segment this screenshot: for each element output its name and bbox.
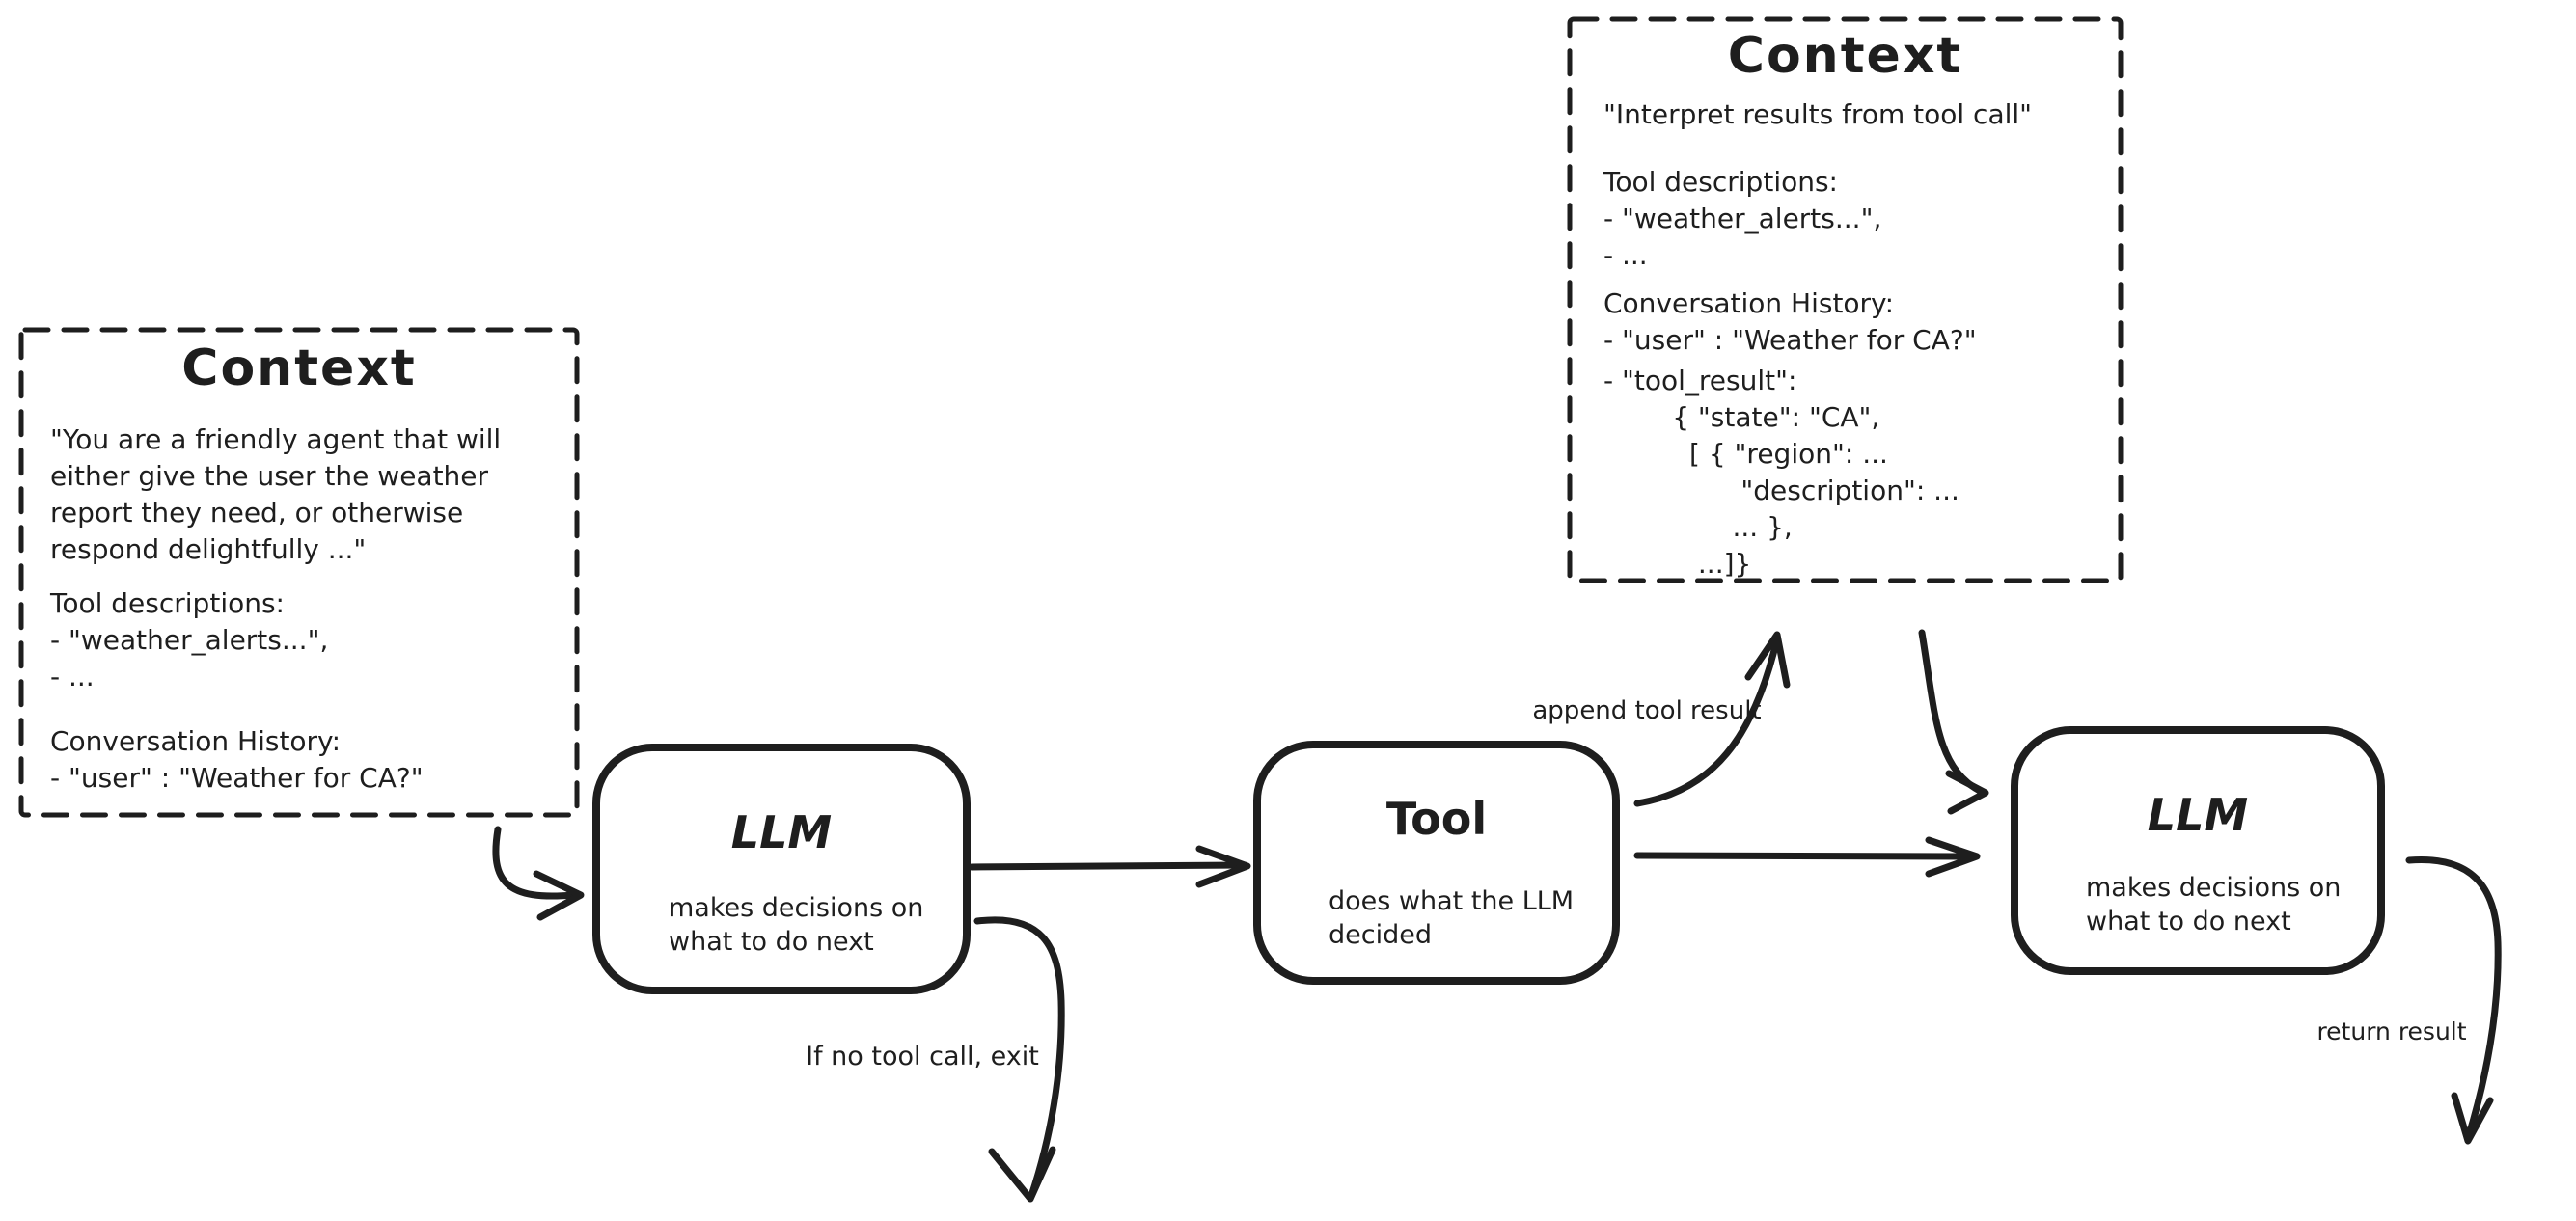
arrow-llm-1-exit bbox=[973, 916, 1065, 1203]
context-left-conversation-history-heading: Conversation History: bbox=[50, 725, 342, 757]
llm-2-title: LLM bbox=[2147, 789, 2249, 841]
arrow-tool-to-llm-2 bbox=[1633, 836, 1981, 878]
context-left-tool-descriptions-heading: Tool descriptions: bbox=[50, 587, 285, 619]
context-left-box bbox=[18, 327, 580, 818]
context-top-right-system-prompt: "Interpret results from tool call" bbox=[1603, 98, 2033, 130]
context-left-conversation-history-items: - "user" : "Weather for CA?" bbox=[50, 762, 424, 794]
arrow-tool-to-context-append-result bbox=[1633, 631, 1791, 807]
tool-box bbox=[1253, 741, 1620, 985]
context-top-right-box bbox=[1567, 16, 2124, 583]
context-left-tool-descriptions-items: - "weather_alerts...", - ... bbox=[50, 624, 329, 692]
llm-1-box bbox=[592, 744, 971, 994]
context-top-right-tool-descriptions-heading: Tool descriptions: bbox=[1603, 166, 1838, 198]
context-top-right-conversation-history-heading: Conversation History: bbox=[1603, 287, 1895, 319]
return-result-label: return result bbox=[2316, 1018, 2467, 1045]
context-left-title: Context bbox=[181, 339, 417, 397]
llm-1-subtitle: makes decisions on what to do next bbox=[669, 893, 924, 957]
arrow-llm-2-return-result bbox=[2405, 856, 2502, 1145]
llm-2-box bbox=[2011, 726, 2385, 975]
context-top-right-conversation-history-tool-result: - "tool_result": { "state": "CA", [ { "r… bbox=[1603, 365, 1959, 580]
arrow-context-left-to-llm-1 bbox=[492, 826, 585, 921]
arrow-context-to-llm-2 bbox=[1918, 629, 1989, 815]
tool-title: Tool bbox=[1385, 793, 1488, 845]
context-top-right-title: Context bbox=[1727, 27, 1963, 85]
arrow-llm-1-to-tool bbox=[968, 845, 1251, 888]
llm-1-title: LLM bbox=[730, 806, 833, 858]
append-tool-result-label: append tool result bbox=[1532, 696, 1762, 725]
llm-2-subtitle: makes decisions on what to do next bbox=[2086, 873, 2342, 936]
tool-subtitle: does what the LLM decided bbox=[1329, 886, 1575, 950]
context-top-right-conversation-history-user-item: - "user" : "Weather for CA?" bbox=[1603, 324, 1977, 356]
context-top-right-tool-descriptions-items: - "weather_alerts...", - ... bbox=[1603, 203, 1882, 271]
context-left-system-prompt: "You are a friendly agent that will eith… bbox=[50, 423, 502, 565]
no-tool-call-exit-label: If no tool call, exit bbox=[806, 1042, 1039, 1072]
